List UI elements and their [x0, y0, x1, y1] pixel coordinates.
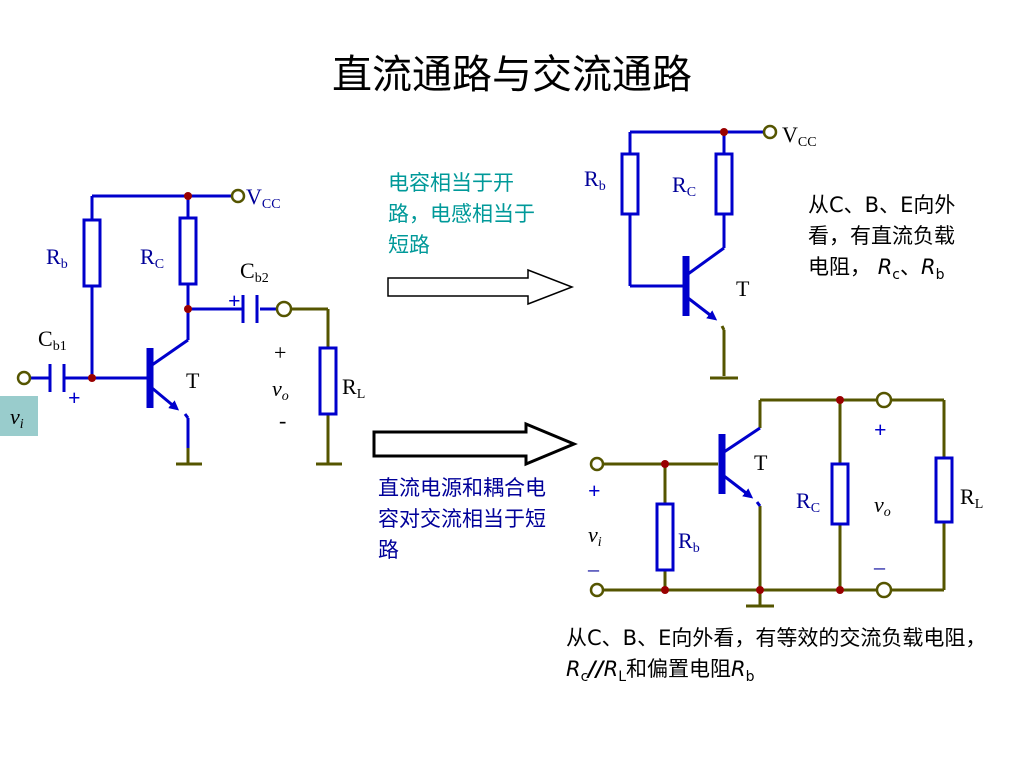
label-rl: RL — [960, 484, 983, 512]
label-rl: RL — [342, 374, 365, 402]
label-plus-cb2: + — [228, 288, 241, 313]
junction-node — [836, 396, 844, 404]
junction-node — [756, 586, 764, 594]
label-vcc: VCC — [782, 122, 817, 150]
ac-transistor-leads — [723, 426, 762, 507]
note-ac-rl: R — [603, 657, 619, 681]
input-terminal — [589, 456, 605, 472]
label-vcc: VCC — [246, 184, 281, 212]
note-dc-load: 从C、B、E向外看，有直流负载电阻， Rc、Rb — [808, 190, 968, 291]
junction-node — [184, 305, 192, 313]
input-terminal — [589, 582, 605, 598]
label-vo: vo — [874, 492, 891, 520]
label-rc: RC — [672, 172, 696, 200]
output-terminal — [275, 300, 293, 318]
label-vo-minus: - — [279, 408, 286, 433]
label-rb: Rb — [678, 528, 700, 556]
resistor-rb — [82, 218, 102, 288]
resistor-rc — [714, 152, 734, 216]
note-dc-rc-sub: c — [892, 267, 900, 284]
ac-wires — [603, 398, 946, 608]
original-circuit: VCC Rb RC Cb2 Cb1 RL T + + + vo - vi — [0, 184, 365, 466]
page-title: 直流通路与交流通路 — [332, 52, 692, 98]
label-vi: vi — [10, 404, 24, 432]
note-ac-rc-sub: c — [580, 669, 589, 686]
original-output-wires — [292, 307, 330, 464]
resistor-rb — [655, 502, 675, 572]
label-vo-minus: – — [873, 554, 886, 579]
note-ac-parallel: // — [588, 657, 604, 681]
note-ac-rl-sub: L — [618, 669, 627, 686]
resistor-rc — [830, 462, 850, 526]
label-plus-input: + — [68, 385, 81, 410]
junction-node — [720, 128, 728, 136]
label-vi-plus: + — [588, 478, 601, 503]
label-rc: RC — [796, 488, 820, 516]
dc-circuit: VCC Rb RC T — [584, 122, 817, 380]
note-open-circuit: 电容相当于开路，电感相当于短路 — [388, 171, 535, 257]
resistor-rb — [620, 152, 640, 216]
note-dc-load-text: 从C、B、E向外看，有直流负载电阻， — [808, 193, 956, 279]
label-vo-plus: + — [274, 340, 286, 365]
output-terminal — [875, 391, 893, 409]
label-vi: vi — [588, 522, 602, 550]
label-cb1: Cb1 — [38, 326, 67, 354]
dc-wires — [628, 130, 764, 321]
vcc-terminal — [762, 124, 778, 140]
note-short-circuit: 直流电源和耦合电容对交流相当于短路 — [378, 476, 546, 562]
note-dc-rb: R — [920, 255, 936, 279]
vi-box — [0, 396, 38, 436]
junction-node — [836, 586, 844, 594]
original-wires — [30, 194, 276, 448]
label-transistor: T — [754, 450, 768, 475]
label-vi-minus: – — [587, 556, 600, 581]
junction-node — [184, 192, 192, 200]
label-transistor: T — [186, 368, 200, 393]
junction-node — [661, 460, 669, 468]
input-terminal — [16, 370, 32, 386]
label-rc: RC — [140, 244, 164, 272]
vcc-terminal — [230, 188, 246, 204]
resistor-rc — [178, 216, 198, 286]
resistor-rl — [318, 346, 338, 416]
capacitor-cb2 — [241, 295, 259, 323]
ac-circuit: T RC RL Rb + vi – + vo – — [587, 391, 983, 608]
label-vo: vo — [272, 376, 289, 404]
note-dc-rb-sub: b — [935, 267, 945, 284]
output-terminal — [875, 581, 893, 599]
note-ac-tail: 和偏置电阻 — [626, 657, 732, 681]
note-ac-rb: R — [731, 657, 746, 681]
arrow-to-ac — [372, 421, 578, 467]
label-rb: Rb — [584, 166, 606, 194]
arrow-to-dc — [387, 268, 575, 306]
label-vo-plus: + — [874, 417, 887, 442]
note-dc-rc: R — [877, 255, 893, 279]
label-rb: Rb — [46, 244, 68, 272]
note-dc-sep: 、 — [899, 255, 921, 279]
junction-node — [661, 586, 669, 594]
label-cb2: Cb2 — [240, 258, 269, 286]
note-ac-load-text: 从C、B、E向外看，有等效的交流负载电阻， — [566, 626, 987, 650]
resistor-rl — [934, 456, 954, 524]
label-transistor: T — [736, 276, 750, 301]
note-ac-rc: R — [566, 657, 581, 681]
note-ac-rb-sub: b — [745, 669, 755, 686]
capacitor-cb1 — [48, 364, 66, 392]
junction-node — [88, 374, 96, 382]
note-ac-load: 从C、B、E向外看，有等效的交流负载电阻， Rc//RL和偏置电阻Rb — [566, 623, 1006, 693]
